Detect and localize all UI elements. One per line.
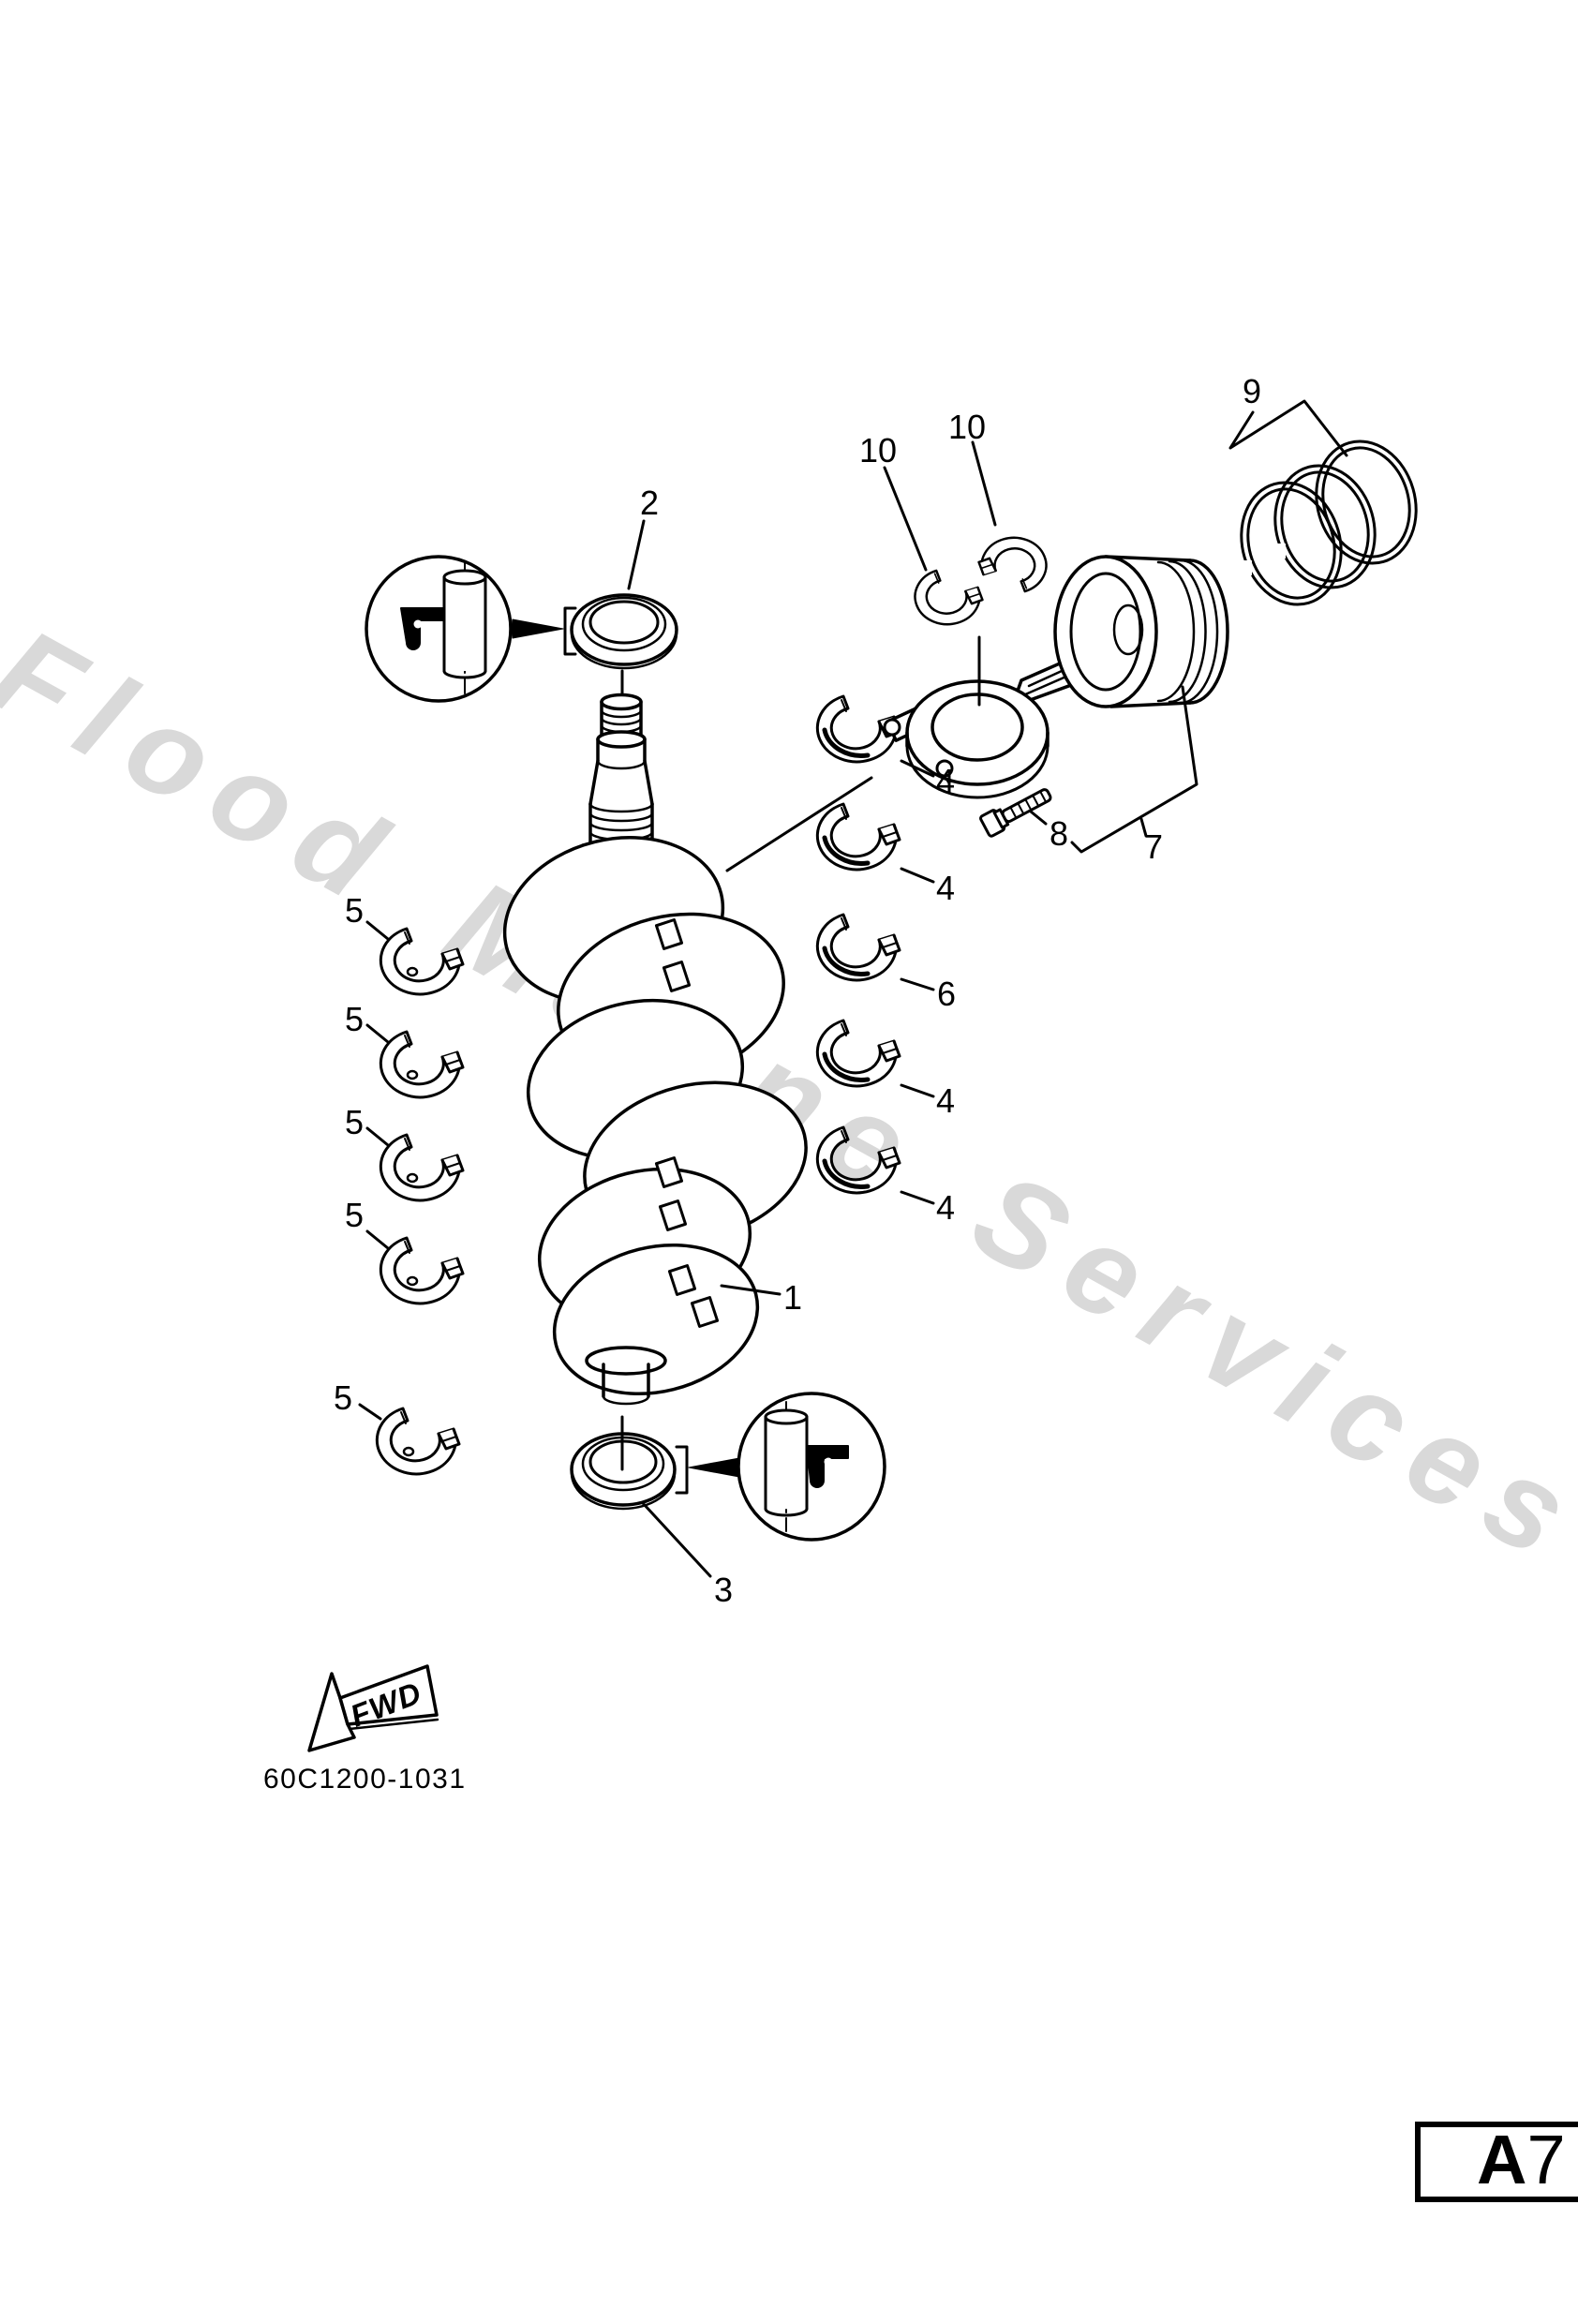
wrist-pin-boss — [1112, 603, 1144, 656]
callout-10a: 10 — [858, 431, 898, 469]
seal-lip-section — [400, 607, 445, 650]
ring-groove — [1179, 559, 1219, 705]
oil-seal-upper — [570, 593, 678, 670]
callout-3: 3 — [713, 1571, 734, 1609]
main-bearing-shell — [377, 1408, 459, 1474]
lower-inset-pointer — [675, 1445, 740, 1495]
callout-2: 2 — [639, 484, 660, 522]
callout-6: 6 — [936, 975, 957, 1013]
rod-bolt — [979, 788, 1052, 838]
main-bearing-shell — [380, 1238, 463, 1304]
rod-bearing-shell — [977, 536, 1048, 593]
drawing-number: 60C1200-1031 — [263, 1764, 467, 1795]
callout-5c: 5 — [344, 1103, 365, 1141]
main-bearing-shell — [817, 804, 900, 870]
piston-rings — [1240, 439, 1418, 606]
callout-8: 8 — [1049, 814, 1069, 853]
piston-ring — [1273, 464, 1377, 589]
main-bearing-shell — [380, 1032, 463, 1097]
rod-bearing-shell — [914, 569, 984, 626]
callout-4b: 4 — [935, 869, 956, 907]
callout-9: 9 — [1242, 372, 1262, 410]
callout-4c: 4 — [935, 1081, 956, 1120]
rod-cap-bolt — [935, 759, 954, 778]
main-bearing-shells-left — [377, 929, 463, 1474]
ring-groove — [1156, 560, 1196, 703]
page-ref-label: A7 — [1477, 2121, 1566, 2198]
main-bearing-shell — [380, 1135, 463, 1200]
callout-4d: 4 — [935, 1188, 956, 1227]
rod-bearing-shells — [914, 536, 1048, 626]
page-ref-box: A7 — [1415, 2122, 1578, 2202]
callout-1: 1 — [782, 1278, 803, 1317]
main-bearing-shell — [817, 1020, 900, 1086]
crankshaft — [502, 693, 808, 1406]
callout-5e: 5 — [333, 1378, 353, 1417]
piston — [1053, 555, 1229, 708]
callout-10b: 10 — [947, 408, 987, 446]
rod-cap-bolt — [883, 718, 901, 737]
callout-7: 7 — [1143, 827, 1164, 866]
upper-seal-detail-inset — [365, 555, 513, 703]
piston-ring — [1315, 439, 1418, 565]
main-bearing-shells-right — [817, 696, 900, 1193]
main-bearing-shell — [380, 929, 463, 994]
callout-4a: 4 — [935, 762, 956, 800]
main-bearing-shell — [817, 1127, 900, 1193]
lower-seal-detail-inset — [737, 1392, 886, 1542]
upper-inset-pointer — [512, 606, 577, 656]
fwd-arrow — [307, 1664, 439, 1752]
bracket-icon — [675, 1445, 689, 1495]
callout-5b: 5 — [344, 1000, 365, 1038]
ring-groove — [1168, 559, 1207, 704]
crank-key-tabs — [654, 918, 720, 1328]
crank-webs — [502, 836, 808, 1396]
callout-5a: 5 — [344, 891, 365, 930]
main-bearing-shell — [817, 915, 900, 980]
bracket-icon — [563, 606, 577, 656]
piston-ring — [1240, 481, 1343, 606]
callout-5d: 5 — [344, 1196, 365, 1234]
leader-lines — [358, 399, 1348, 1578]
